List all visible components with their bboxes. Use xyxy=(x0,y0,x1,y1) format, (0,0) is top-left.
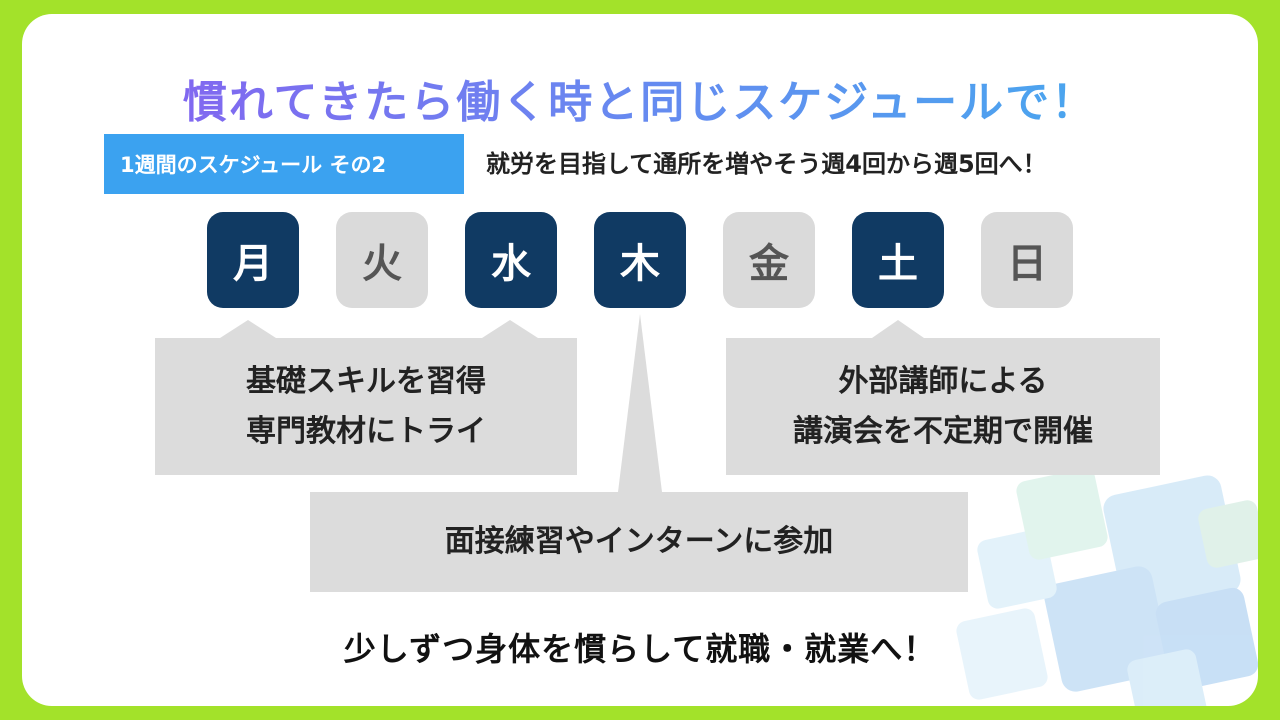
day-tuesday: 火 xyxy=(336,212,428,308)
bubble-left-line1: 基礎スキルを習得 xyxy=(246,363,486,399)
day-saturday: 土 xyxy=(852,212,944,308)
footer-message: 少しずつ身体を慣らして就職・就業へ！ xyxy=(343,630,937,668)
bubble-right: 外部講師による 講演会を不定期で開催 xyxy=(726,338,1160,475)
day-thursday: 木 xyxy=(594,212,686,308)
day-monday: 月 xyxy=(207,212,299,308)
day-wednesday: 水 xyxy=(465,212,557,308)
bubble-left-line2: 専門教材にトライ xyxy=(246,413,486,449)
bubble-pointers xyxy=(220,314,924,492)
day-friday: 金 xyxy=(723,212,815,308)
subtitle: 就労を目指して通所を増やそう週4回から週5回へ！ xyxy=(486,150,1047,178)
bubble-left: 基礎スキルを習得 専門教材にトライ xyxy=(155,338,577,475)
day-sunday: 日 xyxy=(981,212,1073,308)
decorative-squares xyxy=(956,468,1258,706)
bubble-center: 面接練習やインターンに参加 xyxy=(310,492,968,592)
slide-card: 慣れてきたら働く時と同じスケジュールで！ 1週間のスケジュール その2 就労を目… xyxy=(22,14,1258,706)
bubble-center-line1: 面接練習やインターンに参加 xyxy=(444,524,834,559)
bubble-right-line1: 外部講師による xyxy=(838,363,1048,399)
schedule-tag: 1週間のスケジュール その2 xyxy=(104,134,464,194)
page-title: 慣れてきたら働く時と同じスケジュールで！ xyxy=(22,66,1258,130)
bubble-right-line2: 講演会を不定期で開催 xyxy=(793,413,1093,449)
